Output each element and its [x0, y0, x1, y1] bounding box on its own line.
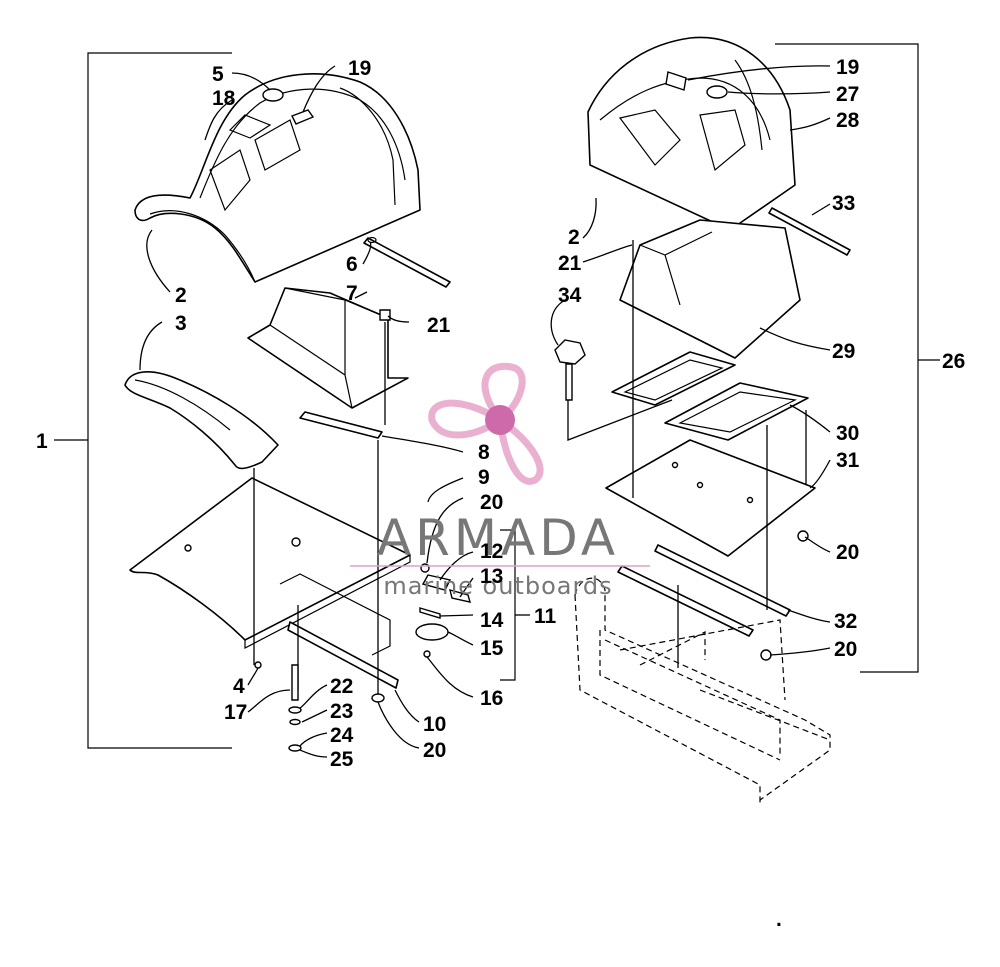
callout-12: 12	[480, 540, 503, 563]
callout-6: 6	[346, 253, 358, 276]
callout-18: 18	[212, 87, 236, 110]
callout-14: 14	[480, 609, 504, 632]
callout-21a: 21	[427, 314, 451, 337]
callout-26: 26	[942, 350, 965, 373]
bar-part-8	[299, 411, 383, 439]
callout-10: 10	[423, 713, 446, 736]
slider-part-10	[279, 573, 399, 689]
callout-labels: 1 5 18 19 6 7 2 3 21 8 9 20 12 13 11 14 …	[36, 56, 965, 771]
armada-logo-icon	[428, 362, 544, 485]
backrest-cover-part-28	[587, 36, 796, 231]
callout-20a: 20	[480, 491, 503, 514]
callout-30: 30	[836, 422, 859, 445]
callout-17: 17	[224, 701, 247, 724]
callout-19a: 19	[348, 57, 371, 80]
backrest-foam-part-29	[619, 219, 801, 359]
callout-5: 5	[212, 63, 224, 86]
watermark-subtitle: marine outboards	[383, 572, 612, 600]
callout-29: 29	[832, 340, 855, 363]
callout-22: 22	[330, 675, 353, 698]
hinge-hardware	[415, 563, 471, 658]
callout-8: 8	[478, 441, 490, 464]
callout-2a: 2	[175, 284, 187, 307]
callout-20c: 20	[836, 541, 859, 564]
rail-part-32	[617, 530, 809, 661]
callout-32: 32	[834, 610, 857, 633]
callout-24: 24	[330, 724, 354, 747]
callout-16: 16	[480, 687, 503, 710]
strap-part-33	[768, 207, 851, 256]
callout-7: 7	[346, 282, 358, 305]
callout-25: 25	[330, 748, 354, 771]
callout-33: 33	[832, 192, 855, 215]
callout-3: 3	[175, 312, 187, 335]
callout-2b: 2	[568, 226, 580, 249]
callout-34: 34	[558, 284, 582, 307]
callout-11: 11	[534, 605, 557, 628]
callout-23: 23	[330, 700, 353, 723]
callout-31: 31	[836, 449, 860, 472]
base-plate	[129, 477, 411, 649]
callout-27: 27	[836, 83, 859, 106]
callout-13: 13	[480, 565, 503, 588]
bracket-assembly-1	[87, 52, 232, 749]
callout-20b: 20	[423, 739, 446, 762]
callout-19b: 19	[836, 56, 859, 79]
frame-part-30	[611, 351, 809, 441]
callout-9: 9	[478, 466, 490, 489]
storage-box-part-7	[247, 287, 409, 409]
bolt-stack	[254, 661, 385, 752]
callout-15: 15	[480, 637, 504, 660]
bolt-part-21a	[379, 309, 391, 425]
callout-21b: 21	[558, 252, 582, 275]
strap-part-6	[363, 236, 451, 288]
callout-28: 28	[836, 109, 860, 132]
callout-4: 4	[233, 675, 245, 698]
seat-cover-part	[134, 73, 421, 283]
callout-20d: 20	[834, 638, 857, 661]
mounting-plate-part-31	[605, 439, 816, 557]
bracket-assembly-26	[775, 43, 919, 673]
page-mark: .	[776, 908, 782, 931]
side-panel-part-3	[124, 371, 279, 470]
machine-frame	[574, 577, 831, 805]
callout-1: 1	[36, 430, 48, 453]
watermark-title: ARMADA	[377, 509, 619, 567]
knob-bolt-part-34	[554, 339, 673, 441]
